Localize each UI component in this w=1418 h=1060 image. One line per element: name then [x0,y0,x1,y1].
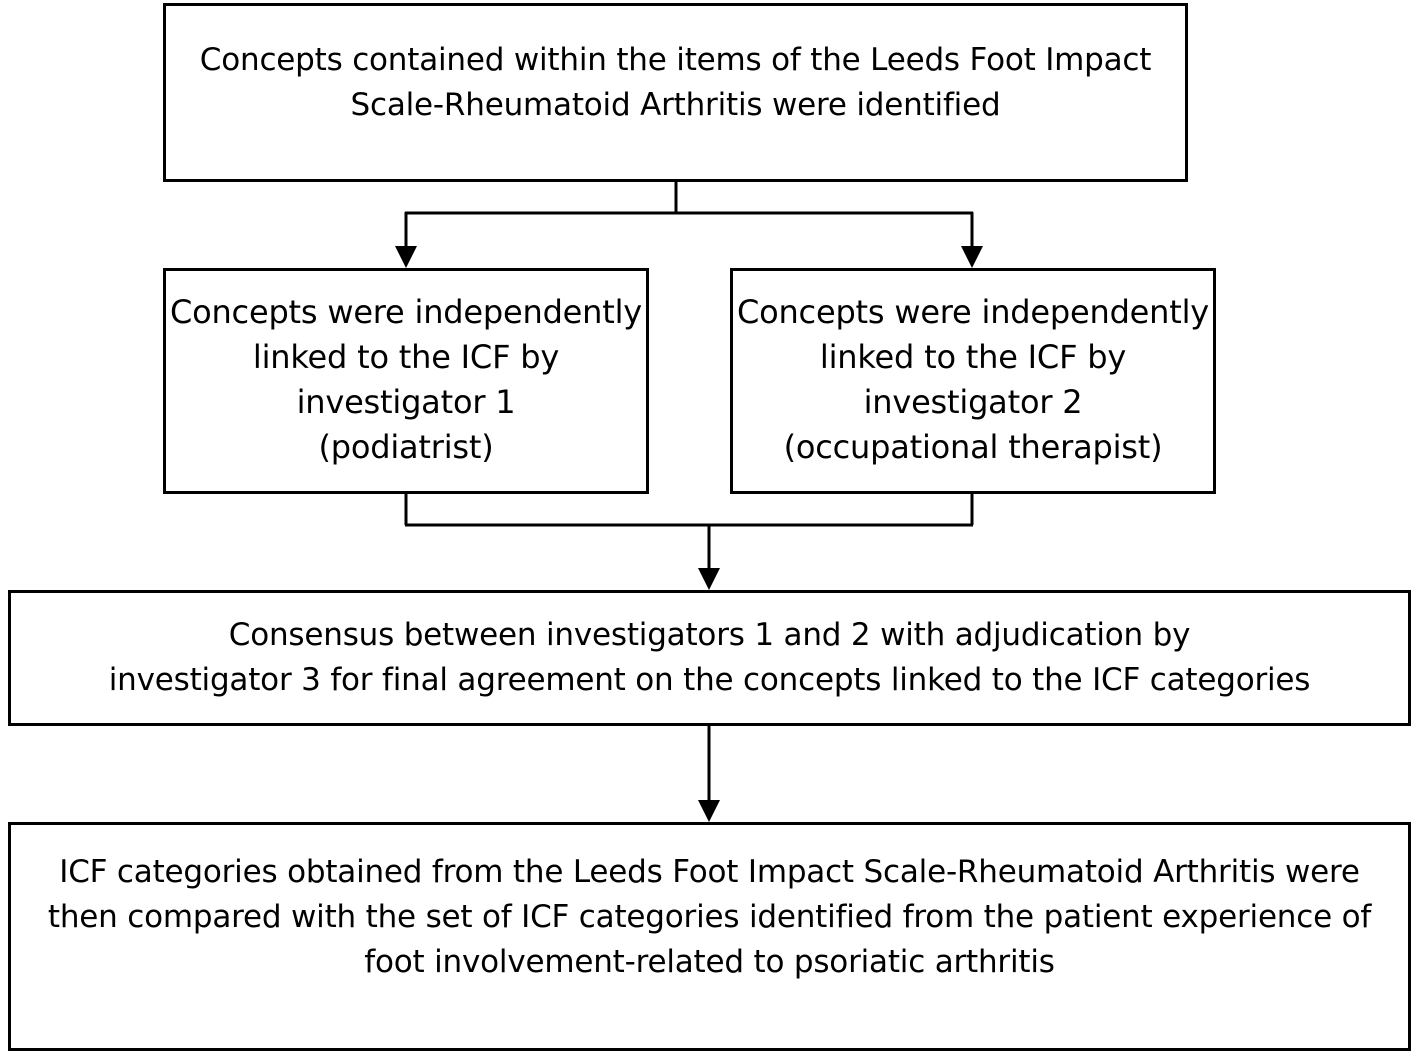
step-consensus-text: Consensus between investigators 1 and 2 … [109,613,1311,703]
arrow-to-investigator-2 [961,246,983,268]
text-line: (occupational therapist) [783,428,1163,466]
text-line: investigator 3 for final agreement on th… [108,662,1311,698]
text-line: investigator 1 [296,383,516,421]
arrow-to-consensus [698,568,720,590]
text-line: Consensus between investigators 1 and 2 … [228,617,1191,653]
text-line: Concepts were independently [736,293,1210,331]
step-comparison-box: ICF categories obtained from the Leeds F… [8,822,1411,1051]
text-line: foot involvement-related to psoriatic ar… [364,944,1055,980]
step-consensus-box: Consensus between investigators 1 and 2 … [8,590,1411,726]
arrow-to-comparison [698,800,720,822]
step-investigator-2-box: Concepts were independently linked to th… [730,268,1216,494]
arrow-to-investigator-1 [395,246,417,268]
text-line: ICF categories obtained from the Leeds F… [59,854,1360,890]
step-comparison-text: ICF categories obtained from the Leeds F… [48,850,1371,985]
text-line: then compared with the set of ICF catego… [47,899,1372,935]
text-line: linked to the ICF by [252,338,560,376]
step-identify-concepts-text: Concepts contained within the items of t… [199,38,1152,128]
text-line: investigator 2 [863,383,1083,421]
text-line: Concepts were independently [169,293,643,331]
text-line: linked to the ICF by [819,338,1127,376]
step-investigator-2-text: Concepts were independently linked to th… [737,290,1209,470]
step-identify-concepts-box: Concepts contained within the items of t… [163,3,1188,182]
text-line: (podiatrist) [318,428,494,466]
text-line: Scale-Rheumatoid Arthritis were identifi… [350,86,1001,123]
step-investigator-1-text: Concepts were independently linked to th… [170,290,642,470]
text-line: Concepts contained within the items of t… [199,41,1152,78]
step-investigator-1-box: Concepts were independently linked to th… [163,268,649,494]
